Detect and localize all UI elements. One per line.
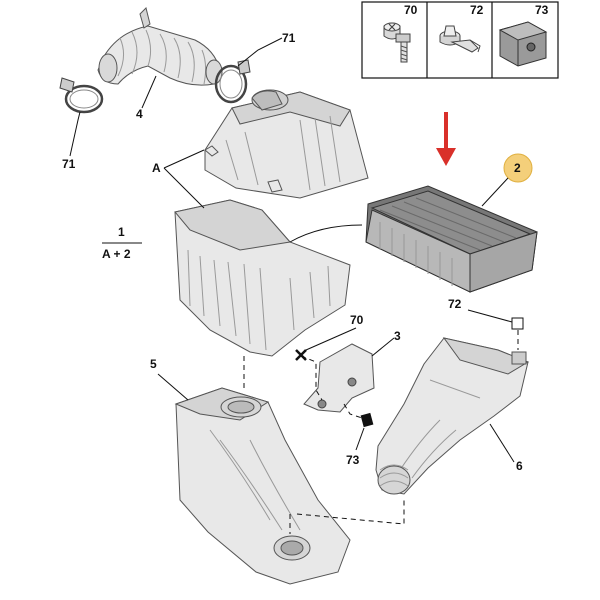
screw-marker-70 xyxy=(295,349,323,401)
nut-clip-marker-73 xyxy=(343,403,374,428)
callout-A: A xyxy=(152,161,161,175)
push-clip-marker-72 xyxy=(511,317,524,330)
air-box-lower-housing xyxy=(174,199,363,357)
lower-intake-duct-part-5 xyxy=(174,387,351,585)
callout-72: 72 xyxy=(448,297,462,311)
callout-4: 4 xyxy=(136,107,143,121)
air-filter-element-part-2 xyxy=(365,185,538,293)
push-clip-icon xyxy=(439,25,481,53)
mounting-bracket-part-3 xyxy=(303,343,375,413)
legend-label-70: 70 xyxy=(404,3,418,17)
hose-clamp-left-part-71 xyxy=(59,77,104,114)
callout-1: 1 xyxy=(118,225,125,239)
callout-2: 2 xyxy=(514,161,521,175)
fastener-legend: 70 72 73 xyxy=(361,1,559,79)
legend-label-73: 73 xyxy=(535,3,549,17)
callout-2-highlight: 2 xyxy=(503,153,533,183)
callout-A-plus-2: A + 2 xyxy=(102,247,131,261)
callout-71-top: 71 xyxy=(282,31,296,45)
callout-71-left: 71 xyxy=(62,157,76,171)
callout-70: 70 xyxy=(350,313,364,327)
air-box-cover xyxy=(204,89,369,199)
intake-hose-part-4 xyxy=(97,7,223,86)
callout-6: 6 xyxy=(516,459,523,473)
screw-icon xyxy=(383,22,411,63)
air-inlet-duct-part-6 xyxy=(375,337,530,495)
callout-5: 5 xyxy=(150,357,157,371)
legend-label-72: 72 xyxy=(470,3,484,17)
callout-3: 3 xyxy=(394,329,401,343)
nut-clip-icon xyxy=(498,21,548,67)
callout-73: 73 xyxy=(346,453,360,467)
replacement-indicator-arrow xyxy=(436,112,456,166)
